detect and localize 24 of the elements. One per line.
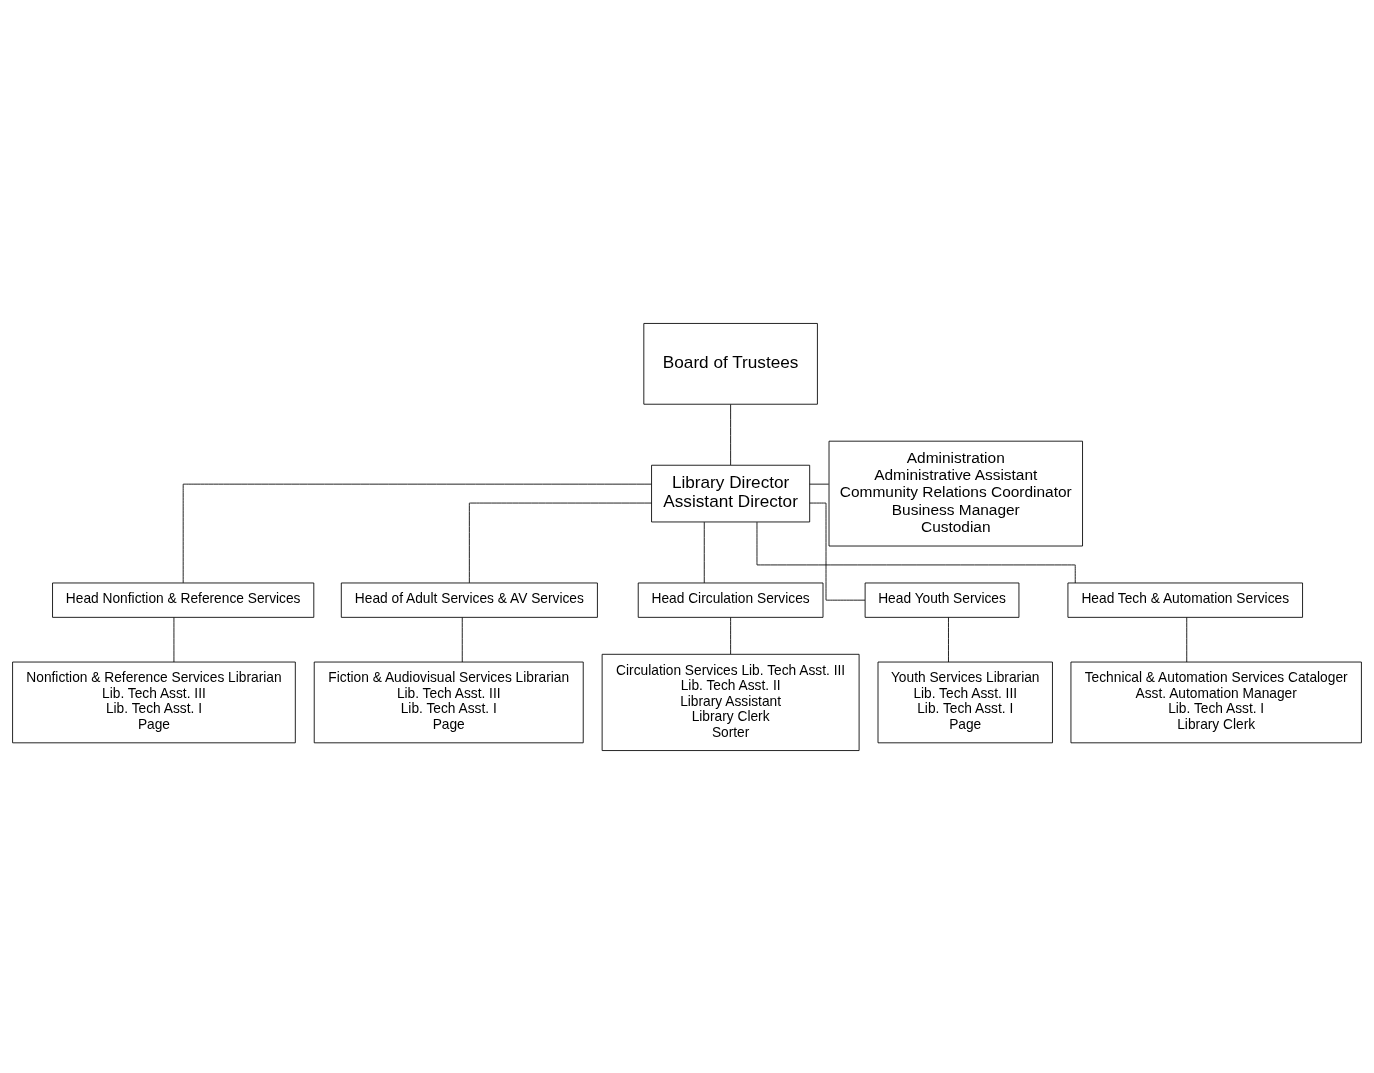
connector <box>182 483 652 583</box>
node-box: Nonfiction & Reference Services Librarian Lib. Tech Asst. III Lib. Tech Asst. I Page <box>12 661 296 743</box>
connector <box>703 521 705 583</box>
node-box: Head of Adult Services & AV Services <box>340 582 598 618</box>
connector <box>468 502 652 583</box>
connector <box>809 483 830 485</box>
connector <box>730 616 732 655</box>
connector <box>173 616 175 662</box>
node-box: Head Tech & Automation Services <box>1067 582 1303 618</box>
connector <box>461 616 463 662</box>
connector <box>809 502 866 601</box>
connector <box>730 403 732 465</box>
node-box: Fiction & Audiovisual Services Librarian Lib. Tech Asst. III Lib. Tech Asst. I Page <box>313 661 584 743</box>
node-box: Board of Trustees <box>643 322 818 405</box>
node-box: Technical & Automation Services Cataloger Asst. Automation Manager Lib. Tech Asst. I Library Clerk <box>1070 661 1362 743</box>
node-box: Head Circulation Services <box>637 582 824 618</box>
node-box: Circulation Services Lib. Tech Asst. III Lib. Tech Asst. II Library Assistant Library Clerk Sorter <box>601 653 860 751</box>
connector <box>948 616 949 662</box>
connector <box>1186 616 1188 662</box>
node-box: Youth Services Librarian Lib. Tech Asst. III Lib. Tech Asst. I Page <box>877 661 1053 743</box>
node-box: Library Director Assistant Director <box>651 464 811 522</box>
node-box: Administration Administrative Assistant Community Relations Coordinator Business Manager Custodian <box>828 440 1083 546</box>
node-box: Head Youth Services <box>864 582 1020 618</box>
node-box: Head Nonfiction & Reference Services <box>52 582 315 618</box>
